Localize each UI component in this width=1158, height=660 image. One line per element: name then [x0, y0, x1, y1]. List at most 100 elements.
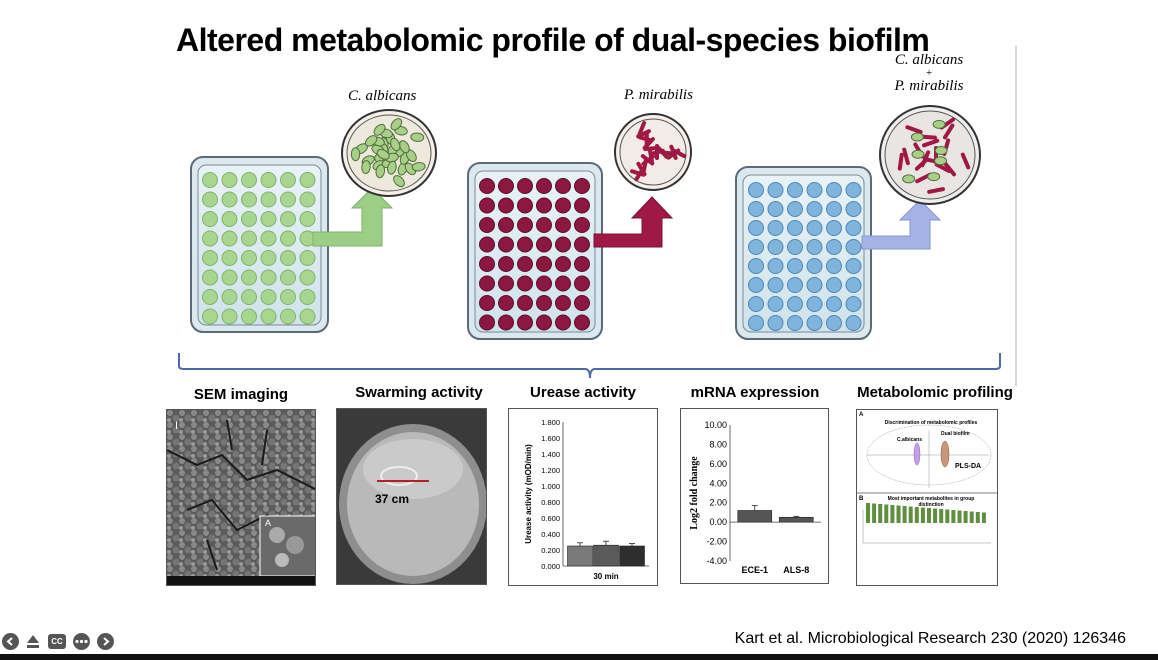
- yeast-cell: [361, 160, 371, 175]
- metabolite-bar: [884, 504, 889, 523]
- well: [260, 269, 277, 286]
- y-tick-label: 0.200: [541, 546, 560, 555]
- yeast-cell: [910, 132, 924, 142]
- well: [826, 239, 842, 255]
- metab-dual: Dual biofilm: [941, 431, 970, 437]
- bar: [619, 545, 645, 567]
- well: [767, 277, 784, 293]
- well: [517, 178, 533, 194]
- bacterium-rod: [642, 137, 655, 150]
- bracket: [178, 353, 1001, 379]
- well: [517, 256, 533, 272]
- y-axis-label: Urease activity (mOD/min): [524, 444, 533, 544]
- label-dual-line2: P. mirabilis: [894, 78, 964, 94]
- sem-texture: [167, 410, 315, 585]
- well: [260, 211, 277, 227]
- x-axis-label: 30 min: [593, 572, 618, 581]
- well: [826, 258, 842, 274]
- well: [787, 220, 803, 236]
- well: [280, 269, 296, 286]
- well: [202, 250, 218, 266]
- well: [280, 308, 296, 325]
- eject-icon[interactable]: [25, 633, 41, 650]
- well: [806, 182, 823, 198]
- well: [787, 315, 803, 331]
- well: [498, 236, 514, 253]
- well: [826, 277, 842, 293]
- well: [299, 308, 316, 325]
- well: [260, 230, 277, 247]
- well: [479, 256, 495, 272]
- well: [299, 211, 316, 227]
- well: [574, 197, 590, 214]
- well: [845, 258, 862, 274]
- swarming-image: 37 cm: [336, 408, 487, 585]
- well: [555, 314, 571, 331]
- yeast-cell: [375, 164, 386, 179]
- well: [555, 236, 571, 253]
- bar: [778, 516, 814, 523]
- well: [574, 275, 590, 292]
- bacterium-rod: [922, 138, 940, 148]
- well: [826, 182, 842, 198]
- well: [574, 217, 590, 233]
- bacterium-rod: [920, 150, 931, 168]
- well: [748, 220, 764, 236]
- well: [221, 211, 238, 227]
- yeast-cell: [934, 156, 948, 166]
- well: [498, 275, 514, 292]
- well: [479, 217, 495, 233]
- swarming-distance: 37 cm: [375, 492, 410, 506]
- arrow-p-mirabilis: [593, 196, 674, 248]
- well: [787, 182, 803, 198]
- y-tick-label: 2.00: [709, 498, 727, 508]
- well: [787, 239, 803, 255]
- well: [787, 258, 803, 274]
- y-tick-label: 10.00: [704, 420, 727, 430]
- panel-title-metabolomic: Metabolomic profiling: [857, 384, 1013, 401]
- well: [280, 172, 296, 188]
- sem-panel-label: I: [175, 420, 179, 432]
- well: [536, 275, 552, 292]
- forward-icon[interactable]: [97, 633, 114, 650]
- bacterium-rod: [637, 120, 647, 137]
- bacterium-rod: [927, 187, 945, 194]
- metabolite-bar: [945, 509, 950, 523]
- cc-icon[interactable]: CC: [48, 634, 66, 649]
- well: [748, 239, 764, 255]
- well: [555, 197, 571, 214]
- well: [555, 295, 571, 311]
- yeast-cell: [399, 140, 410, 154]
- well: [845, 315, 862, 331]
- y-axis-label: Log2 fold change: [689, 456, 700, 530]
- well: [260, 289, 277, 305]
- back-icon[interactable]: [2, 633, 19, 650]
- well: [260, 191, 277, 208]
- well: [202, 172, 218, 188]
- label-dual-plus: +: [925, 67, 933, 79]
- bacterium-rod: [902, 147, 910, 166]
- metabolite-bar: [920, 507, 925, 523]
- metabolite-bar: [908, 506, 913, 523]
- bar: [593, 544, 619, 567]
- metabolite-bar: [963, 511, 968, 523]
- well: [767, 201, 784, 217]
- label-dual-species: C. albicans + P. mirabilis: [870, 52, 988, 94]
- well: [536, 197, 552, 214]
- well: [241, 269, 257, 286]
- well: [221, 191, 238, 208]
- bacterium-rod: [644, 130, 649, 147]
- well: [574, 314, 590, 331]
- metabolite-bar: [878, 504, 883, 523]
- label-p-mirabilis: P. mirabilis: [624, 87, 693, 103]
- yeast-cell: [390, 137, 401, 152]
- more-icon[interactable]: [73, 633, 90, 650]
- well: [845, 239, 862, 255]
- well: [498, 295, 514, 311]
- well: [845, 182, 862, 198]
- well: [555, 217, 571, 233]
- well: [241, 250, 257, 266]
- well: [479, 295, 495, 311]
- well: [517, 236, 533, 253]
- well: [498, 178, 514, 194]
